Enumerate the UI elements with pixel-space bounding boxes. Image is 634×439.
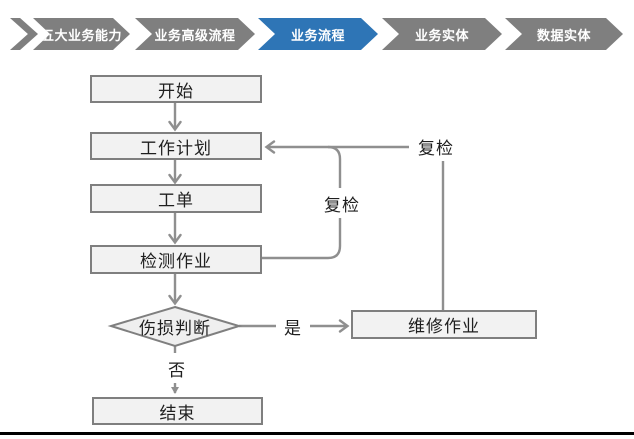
slide-bottom-rule (0, 432, 634, 435)
edge-label-recheck-inspect: 复检 (315, 188, 369, 218)
banner-step-advanced-process[interactable]: 业务高级流程 (135, 18, 255, 50)
banner-step-label: 数据实体 (536, 28, 591, 44)
decision-diamond-shape (107, 305, 243, 348)
flow-node-label: 伤损判断 (139, 318, 211, 339)
banner-step-business-entity[interactable]: 业务实体 (382, 18, 502, 50)
banner-step-label: 业务实体 (414, 28, 469, 44)
banner-step-business-process[interactable]: 业务流程 (258, 18, 378, 50)
edge-inspect-recheck-loop (262, 145, 342, 260)
flow-node-label: 工单 (158, 191, 194, 211)
edge-repair-recheck-to-plan (264, 140, 445, 310)
flow-node-label: 维修作业 (408, 317, 480, 337)
banner-step-five-capabilities[interactable]: 五大业务能力 (33, 18, 130, 50)
edge-label-text: 复检 (418, 138, 454, 159)
flow-node-judge-label: 伤损判断 (115, 313, 235, 339)
flow-node-inspect: 检测作业 (90, 245, 262, 274)
banner-step-data-entity[interactable]: 数据实体 (505, 18, 623, 50)
edge-label-yes: 是 (276, 312, 310, 340)
flow-node-label: 工作计划 (140, 138, 212, 159)
flow-node-label: 结束 (159, 403, 196, 424)
edge-label-text: 是 (284, 318, 302, 339)
flow-node-order: 工单 (90, 184, 262, 213)
flow-node-label: 开始 (158, 81, 194, 102)
flow-node-plan: 工作计划 (90, 132, 262, 160)
flow-node-label: 检测作业 (140, 252, 212, 272)
edge-label-recheck-repair: 复检 (409, 131, 463, 161)
edge-label-no: 否 (160, 353, 194, 383)
edge-label-text: 否 (168, 360, 186, 381)
banner-step-label: 业务流程 (290, 28, 345, 44)
flow-node-end: 结束 (92, 397, 263, 425)
flow-node-repair: 维修作业 (351, 310, 537, 339)
edge-label-text: 复检 (324, 195, 360, 216)
banner-step-label: 五大业务能力 (40, 28, 122, 44)
flow-node-start: 开始 (90, 75, 262, 103)
banner-step-label: 业务高级流程 (154, 28, 236, 44)
